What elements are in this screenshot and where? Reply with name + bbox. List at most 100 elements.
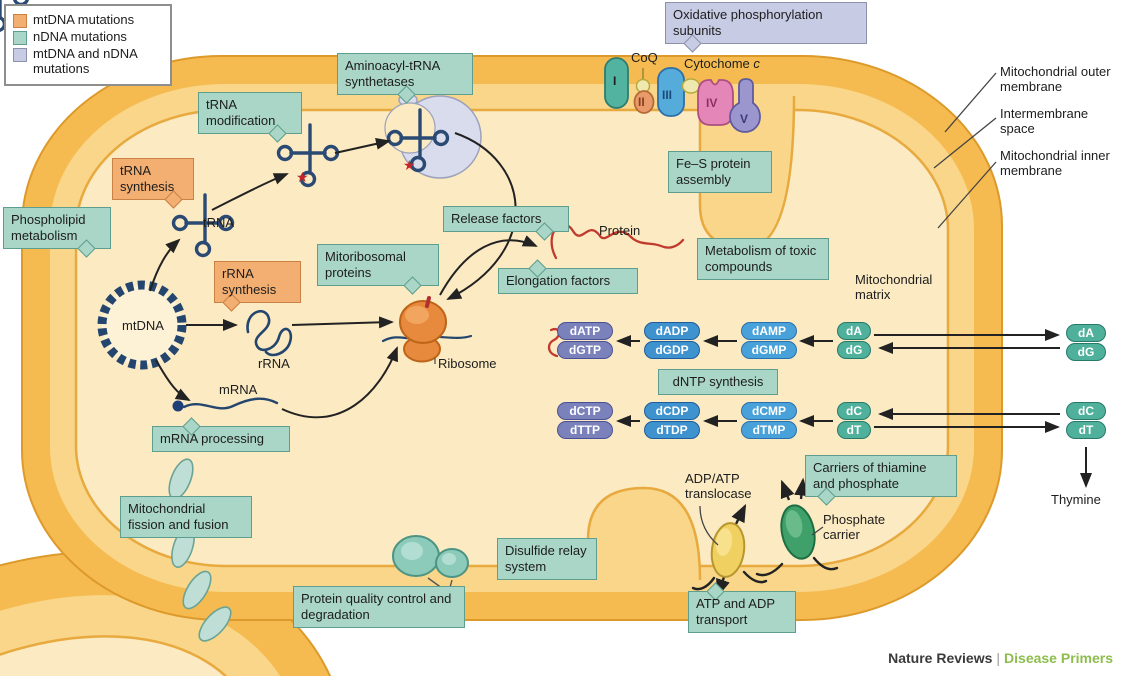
legend-item-both: mtDNA and nDNA mutations bbox=[13, 46, 163, 77]
callout-rrna-synthesis: rRNA synthesis bbox=[214, 261, 301, 312]
pill-dg-in: dG bbox=[837, 341, 871, 359]
pill-da-out: dA bbox=[1066, 324, 1106, 342]
pill-dtmp: dTMP bbox=[741, 421, 797, 439]
callout-text: ATP and ADP transport bbox=[696, 596, 775, 627]
callout-fission-fusion: Mitochondrial fission and fusion bbox=[120, 496, 252, 538]
mtdna-mutations-swatch bbox=[13, 14, 27, 28]
pill-dc-out: dC bbox=[1066, 402, 1106, 420]
callout-dntp-synthesis: dNTP synthesis bbox=[658, 369, 778, 395]
both-mutations-swatch bbox=[13, 48, 27, 62]
complex-iii-shape bbox=[657, 67, 685, 117]
complex-iii-label: III bbox=[662, 88, 673, 102]
intermembrane-space-label: Intermembrane space bbox=[1000, 106, 1089, 137]
callout-text: Release factors bbox=[451, 211, 542, 226]
callout-text: rRNA synthesis bbox=[222, 266, 277, 297]
inner-membrane-label: Mitochondrial inner membrane bbox=[1000, 148, 1110, 179]
leader-lines bbox=[699, 72, 997, 546]
mrna-label: mRNA bbox=[219, 382, 258, 397]
callout-text: Fe–S protein assembly bbox=[676, 156, 751, 187]
callout-text: Phospholipid metabolism bbox=[11, 212, 86, 243]
callout-mrna-processing: mRNA processing bbox=[152, 417, 290, 452]
callout-text: Mitochondrial fission and fusion bbox=[128, 501, 229, 532]
thymine-label: Thymine bbox=[1051, 492, 1101, 507]
footer-publication: Disease Primers bbox=[1004, 650, 1113, 666]
oxphos-complexes bbox=[604, 57, 761, 133]
pill-dtdp: dTDP bbox=[644, 421, 700, 439]
main-mitochondrion bbox=[21, 55, 1003, 621]
cytochrome-c-shape bbox=[681, 78, 701, 94]
protein-squiggle-small bbox=[547, 327, 561, 358]
legend-label: mtDNA and nDNA mutations bbox=[33, 46, 138, 76]
ribosome-shape bbox=[381, 296, 473, 364]
callout-aminoacyl-trna-synthetases: Aminoacyl-tRNA synthetases bbox=[337, 53, 473, 104]
callout-atp-adp-transport: ATP and ADP transport bbox=[688, 582, 796, 633]
complex-iv-shape bbox=[697, 79, 734, 126]
ndna-mutations-swatch bbox=[13, 31, 27, 45]
mutation-star-icon: ★ bbox=[296, 169, 309, 185]
footer-credit: Nature Reviews|Disease Primers bbox=[888, 650, 1113, 666]
cytochrome-c-italic: c bbox=[753, 56, 760, 71]
rrna-squiggle bbox=[246, 309, 293, 357]
complex-ii-shape bbox=[633, 90, 655, 114]
pill-dcmp: dCMP bbox=[741, 402, 797, 420]
callout-text: Protein quality control and degradation bbox=[301, 591, 452, 622]
trna-label: tRNA bbox=[203, 215, 235, 230]
callout-mitoribosomal-proteins: Mitoribosomal proteins bbox=[317, 244, 439, 295]
pill-dctp: dCTP bbox=[557, 402, 613, 420]
cytochrome-c-label: Cytochome c bbox=[684, 56, 760, 71]
callout-metabolism-toxic-compounds: Metabolism of toxic compounds bbox=[697, 238, 829, 280]
footer-journal: Nature Reviews bbox=[888, 650, 993, 666]
complex-i-label: I bbox=[613, 74, 617, 88]
callout-text: Mitoribosomal proteins bbox=[325, 249, 406, 280]
pill-dc-in: dC bbox=[837, 402, 871, 420]
disulfide-blobs bbox=[392, 535, 469, 592]
complex-v-label: V bbox=[740, 112, 749, 126]
phosphate-carrier-shape bbox=[755, 477, 839, 577]
callout-carriers-thiamine-phosphate: Carriers of thiamine and phosphate bbox=[805, 455, 957, 506]
callout-phospholipid-metabolism: Phospholipid metabolism bbox=[3, 207, 111, 258]
crista-bottom bbox=[586, 486, 702, 581]
pill-dcdp: dCDP bbox=[644, 402, 700, 420]
pill-dgmp: dGMP bbox=[741, 341, 797, 359]
callout-text: tRNA modification bbox=[206, 97, 276, 128]
pill-dt-out: dT bbox=[1066, 421, 1106, 439]
outer-membrane-label: Mitochondrial outer membrane bbox=[1000, 64, 1111, 95]
coq-label: CoQ bbox=[631, 50, 658, 65]
callout-fes-protein-assembly: Fe–S protein assembly bbox=[668, 151, 772, 193]
callout-elongation-factors: Elongation factors bbox=[498, 259, 638, 294]
callout-text: Metabolism of toxic compounds bbox=[705, 243, 817, 274]
mutation-star-icon: ★ bbox=[403, 157, 416, 173]
callout-text: tRNA synthesis bbox=[120, 163, 175, 194]
ribosome-label: Ribosome bbox=[438, 356, 497, 371]
adp-atp-translocase-label: ADP/ATP translocase bbox=[685, 471, 752, 502]
legend-item-ndna: nDNA mutations bbox=[13, 29, 163, 45]
callout-text: Aminoacyl-tRNA synthetases bbox=[345, 58, 440, 89]
pill-dttp: dTTP bbox=[557, 421, 613, 439]
callout-disulfide-relay: Disulfide relay system bbox=[497, 538, 597, 580]
legend-item-mtdna: mtDNA mutations bbox=[13, 12, 163, 28]
callout-text: Oxidative phosphorylation subunits bbox=[673, 7, 823, 38]
legend: mtDNA mutations nDNA mutations mtDNA and… bbox=[4, 4, 172, 86]
protein-label: Protein bbox=[599, 223, 641, 238]
callout-text: mRNA processing bbox=[160, 431, 265, 446]
callout-text: Disulfide relay system bbox=[505, 543, 587, 574]
pill-dadp: dADP bbox=[644, 322, 700, 340]
complex-iv-label: IV bbox=[706, 96, 718, 110]
legend-label: nDNA mutations bbox=[33, 29, 127, 44]
cytochrome-c-text: Cytochome bbox=[684, 56, 750, 71]
callout-oxidative-phosphorylation: Oxidative phosphorylation subunits bbox=[665, 2, 867, 53]
adp-atp-translocase-shape bbox=[691, 503, 768, 598]
callout-text: Elongation factors bbox=[506, 273, 611, 288]
callout-protein-quality-control: Protein quality control and degradation bbox=[293, 586, 465, 628]
pill-dgtp: dGTP bbox=[557, 341, 613, 359]
mtdna-label: mtDNA bbox=[122, 318, 164, 333]
callout-text: Carriers of thiamine and phosphate bbox=[813, 460, 927, 491]
pill-damp: dAMP bbox=[741, 322, 797, 340]
pill-datp: dATP bbox=[557, 322, 613, 340]
complex-ii-label: II bbox=[638, 95, 645, 109]
pill-dgdp: dGDP bbox=[644, 341, 700, 359]
callout-release-factors: Release factors bbox=[443, 206, 569, 241]
mrna-strand bbox=[172, 397, 279, 412]
